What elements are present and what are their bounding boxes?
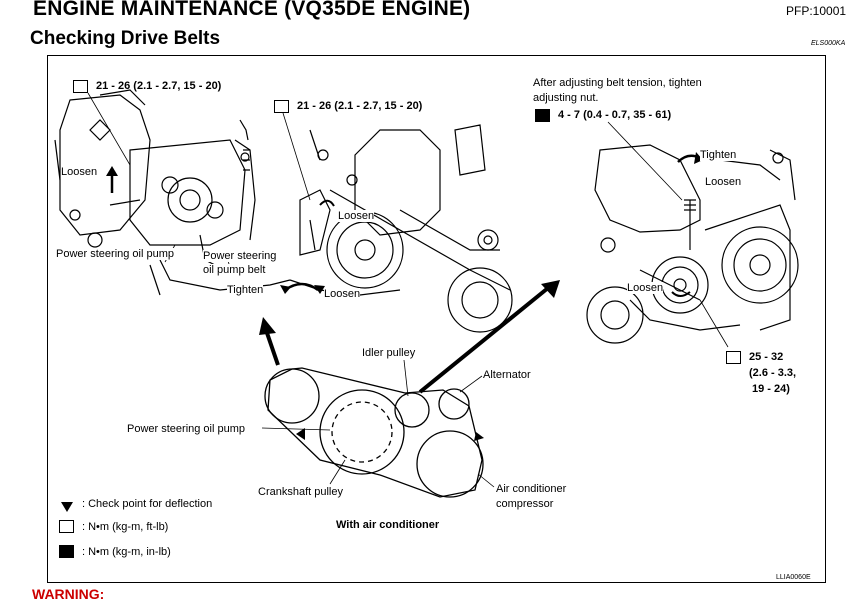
ps-belt-label-2: oil pump belt <box>203 264 266 276</box>
ps-belt-label-1: Power steering <box>203 250 277 262</box>
loosen-label-5: Loosen <box>627 282 664 294</box>
loosen-label-4: Loosen <box>705 176 742 188</box>
ac-compressor-label-1: Air conditioner <box>496 483 567 495</box>
loosen-label-3: Loosen <box>324 288 361 300</box>
ps-oil-pump-label-2: Power steering oil pump <box>127 423 246 435</box>
torque-ftlb-icon <box>59 520 74 533</box>
with-ac-caption: With air conditioner <box>336 519 440 531</box>
alternator-label: Alternator <box>483 369 531 381</box>
idler-pulley-label: Idler pulley <box>362 347 416 359</box>
torque-ps-pump-1: 21 - 26 (2.1 - 2.7, 15 - 20) <box>96 80 222 92</box>
loosen-label-2: Loosen <box>338 210 375 222</box>
deflection-triangle-icon <box>61 502 73 512</box>
idler-illustration <box>586 144 799 344</box>
ps-belt-illustration <box>289 124 513 333</box>
torque-ps-pump-2: 21 - 26 (2.1 - 2.7, 15 - 20) <box>297 100 423 112</box>
deflection-marker-2 <box>474 432 484 441</box>
legend-nm-inlb: : N•m (kg-m, in-lb) <box>82 546 171 558</box>
torque-ftlb-icon <box>73 80 88 93</box>
section-title: ENGINE MAINTENANCE (VQ35DE ENGINE) <box>33 0 471 20</box>
deflection-marker-1 <box>296 428 305 440</box>
torque-adjust-nut: 4 - 7 (0.4 - 0.7, 35 - 61) <box>558 109 672 121</box>
loosen-arrow-2 <box>319 199 335 207</box>
loosen-arrow-3 <box>671 291 691 297</box>
figure-code: LLIA0060E <box>776 574 811 581</box>
detail-arrows <box>264 286 550 394</box>
adjust-note-line-2: adjusting nut. <box>533 92 599 104</box>
belt-routing-diagram <box>264 367 484 498</box>
document-code: ELS000KA <box>811 40 846 47</box>
tighten-label-1: Tighten <box>227 284 264 296</box>
torque-idler-1: 25 - 32 <box>749 351 784 363</box>
warning-heading: WARNING: <box>32 586 105 602</box>
adjust-note-line-1: After adjusting belt tension, tighten <box>533 77 702 89</box>
torque-idler-3: 19 - 24) <box>752 383 790 395</box>
legend-nm-ftlb: : N•m (kg-m, ft-lb) <box>82 521 169 533</box>
page-reference: PFP:10001 <box>786 4 847 18</box>
ps-oil-pump-label: Power steering oil pump <box>56 248 175 260</box>
loosen-label-1: Loosen <box>61 166 98 178</box>
torque-inlb-icon <box>59 545 74 558</box>
ps-pump-illustration <box>54 89 291 296</box>
page-subtitle: Checking Drive Belts <box>30 28 221 49</box>
legend-deflection: : Check point for deflection <box>82 498 213 510</box>
crankshaft-pulley-label: Crankshaft pulley <box>258 486 343 498</box>
torque-ftlb-icon <box>274 100 289 113</box>
ac-compressor-label-2: compressor <box>496 498 554 510</box>
arrowhead-right <box>541 280 560 298</box>
torque-idler-2: (2.6 - 3.3, <box>749 367 797 379</box>
figure-frame <box>47 55 826 583</box>
torque-ftlb-icon <box>726 351 741 364</box>
arrowhead-left <box>259 317 276 335</box>
tighten-label-2: Tighten <box>700 149 737 161</box>
torque-inlb-icon <box>535 109 550 122</box>
